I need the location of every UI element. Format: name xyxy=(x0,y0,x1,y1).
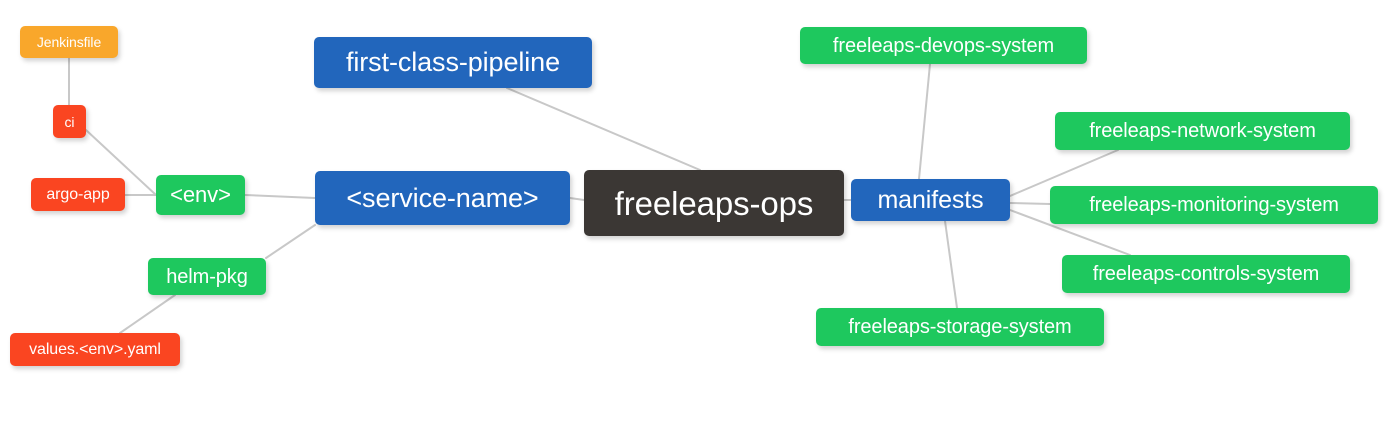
node-label-env: <env> xyxy=(170,182,231,207)
edge-helm-pkg-to-values-yaml xyxy=(119,294,176,334)
node-values-yaml[interactable]: values.<env>.yaml xyxy=(10,333,180,366)
node-label-service-name: <service-name> xyxy=(346,182,539,213)
node-freeleaps-ops[interactable]: freeleaps-ops xyxy=(584,170,844,236)
node-first-class-pipeline[interactable]: first-class-pipeline xyxy=(314,37,592,88)
node-ci[interactable]: ci xyxy=(53,105,86,138)
node-helm-pkg[interactable]: helm-pkg xyxy=(148,258,266,295)
node-freeleaps-network-system[interactable]: freeleaps-network-system xyxy=(1055,112,1350,150)
node-service-name[interactable]: <service-name> xyxy=(315,171,570,225)
node-label-jenkinsfile: Jenkinsfile xyxy=(36,34,102,50)
node-freeleaps-devops-system[interactable]: freeleaps-devops-system xyxy=(800,27,1087,64)
node-env[interactable]: <env> xyxy=(156,175,245,215)
node-label-argo-app: argo-app xyxy=(46,185,110,203)
node-label-freeleaps-network-system: freeleaps-network-system xyxy=(1089,120,1316,142)
node-freeleaps-storage-system[interactable]: freeleaps-storage-system xyxy=(816,308,1104,346)
edge-manifests-to-freeleaps-monitoring-system xyxy=(1009,202,1051,205)
edge-manifests-to-freeleaps-storage-system xyxy=(944,220,958,309)
node-manifests[interactable]: manifests xyxy=(851,179,1010,221)
node-label-manifests: manifests xyxy=(877,185,984,214)
node-label-freeleaps-controls-system: freeleaps-controls-system xyxy=(1092,263,1320,285)
node-label-freeleaps-devops-system: freeleaps-devops-system xyxy=(832,34,1055,57)
node-label-freeleaps-ops: freeleaps-ops xyxy=(614,184,814,222)
node-label-values-yaml: values.<env>.yaml xyxy=(29,340,161,358)
node-label-freeleaps-monitoring-system: freeleaps-monitoring-system xyxy=(1089,194,1339,216)
node-argo-app[interactable]: argo-app xyxy=(31,178,125,211)
node-freeleaps-monitoring-system[interactable]: freeleaps-monitoring-system xyxy=(1050,186,1378,224)
node-label-ci: ci xyxy=(64,113,75,130)
node-label-helm-pkg: helm-pkg xyxy=(166,265,248,288)
node-label-freeleaps-storage-system: freeleaps-storage-system xyxy=(848,316,1072,338)
edge-service-name-to-freeleaps-ops xyxy=(569,197,585,201)
node-label-first-class-pipeline: first-class-pipeline xyxy=(345,47,561,77)
node-jenkinsfile[interactable]: Jenkinsfile xyxy=(20,26,118,58)
edge-env-to-service-name xyxy=(244,194,316,199)
edge-manifests-to-freeleaps-devops-system xyxy=(918,63,931,180)
edge-first-class-pipeline-to-freeleaps-ops xyxy=(506,87,701,171)
node-freeleaps-controls-system[interactable]: freeleaps-controls-system xyxy=(1062,255,1350,293)
edge-service-name-to-helm-pkg xyxy=(265,224,316,259)
